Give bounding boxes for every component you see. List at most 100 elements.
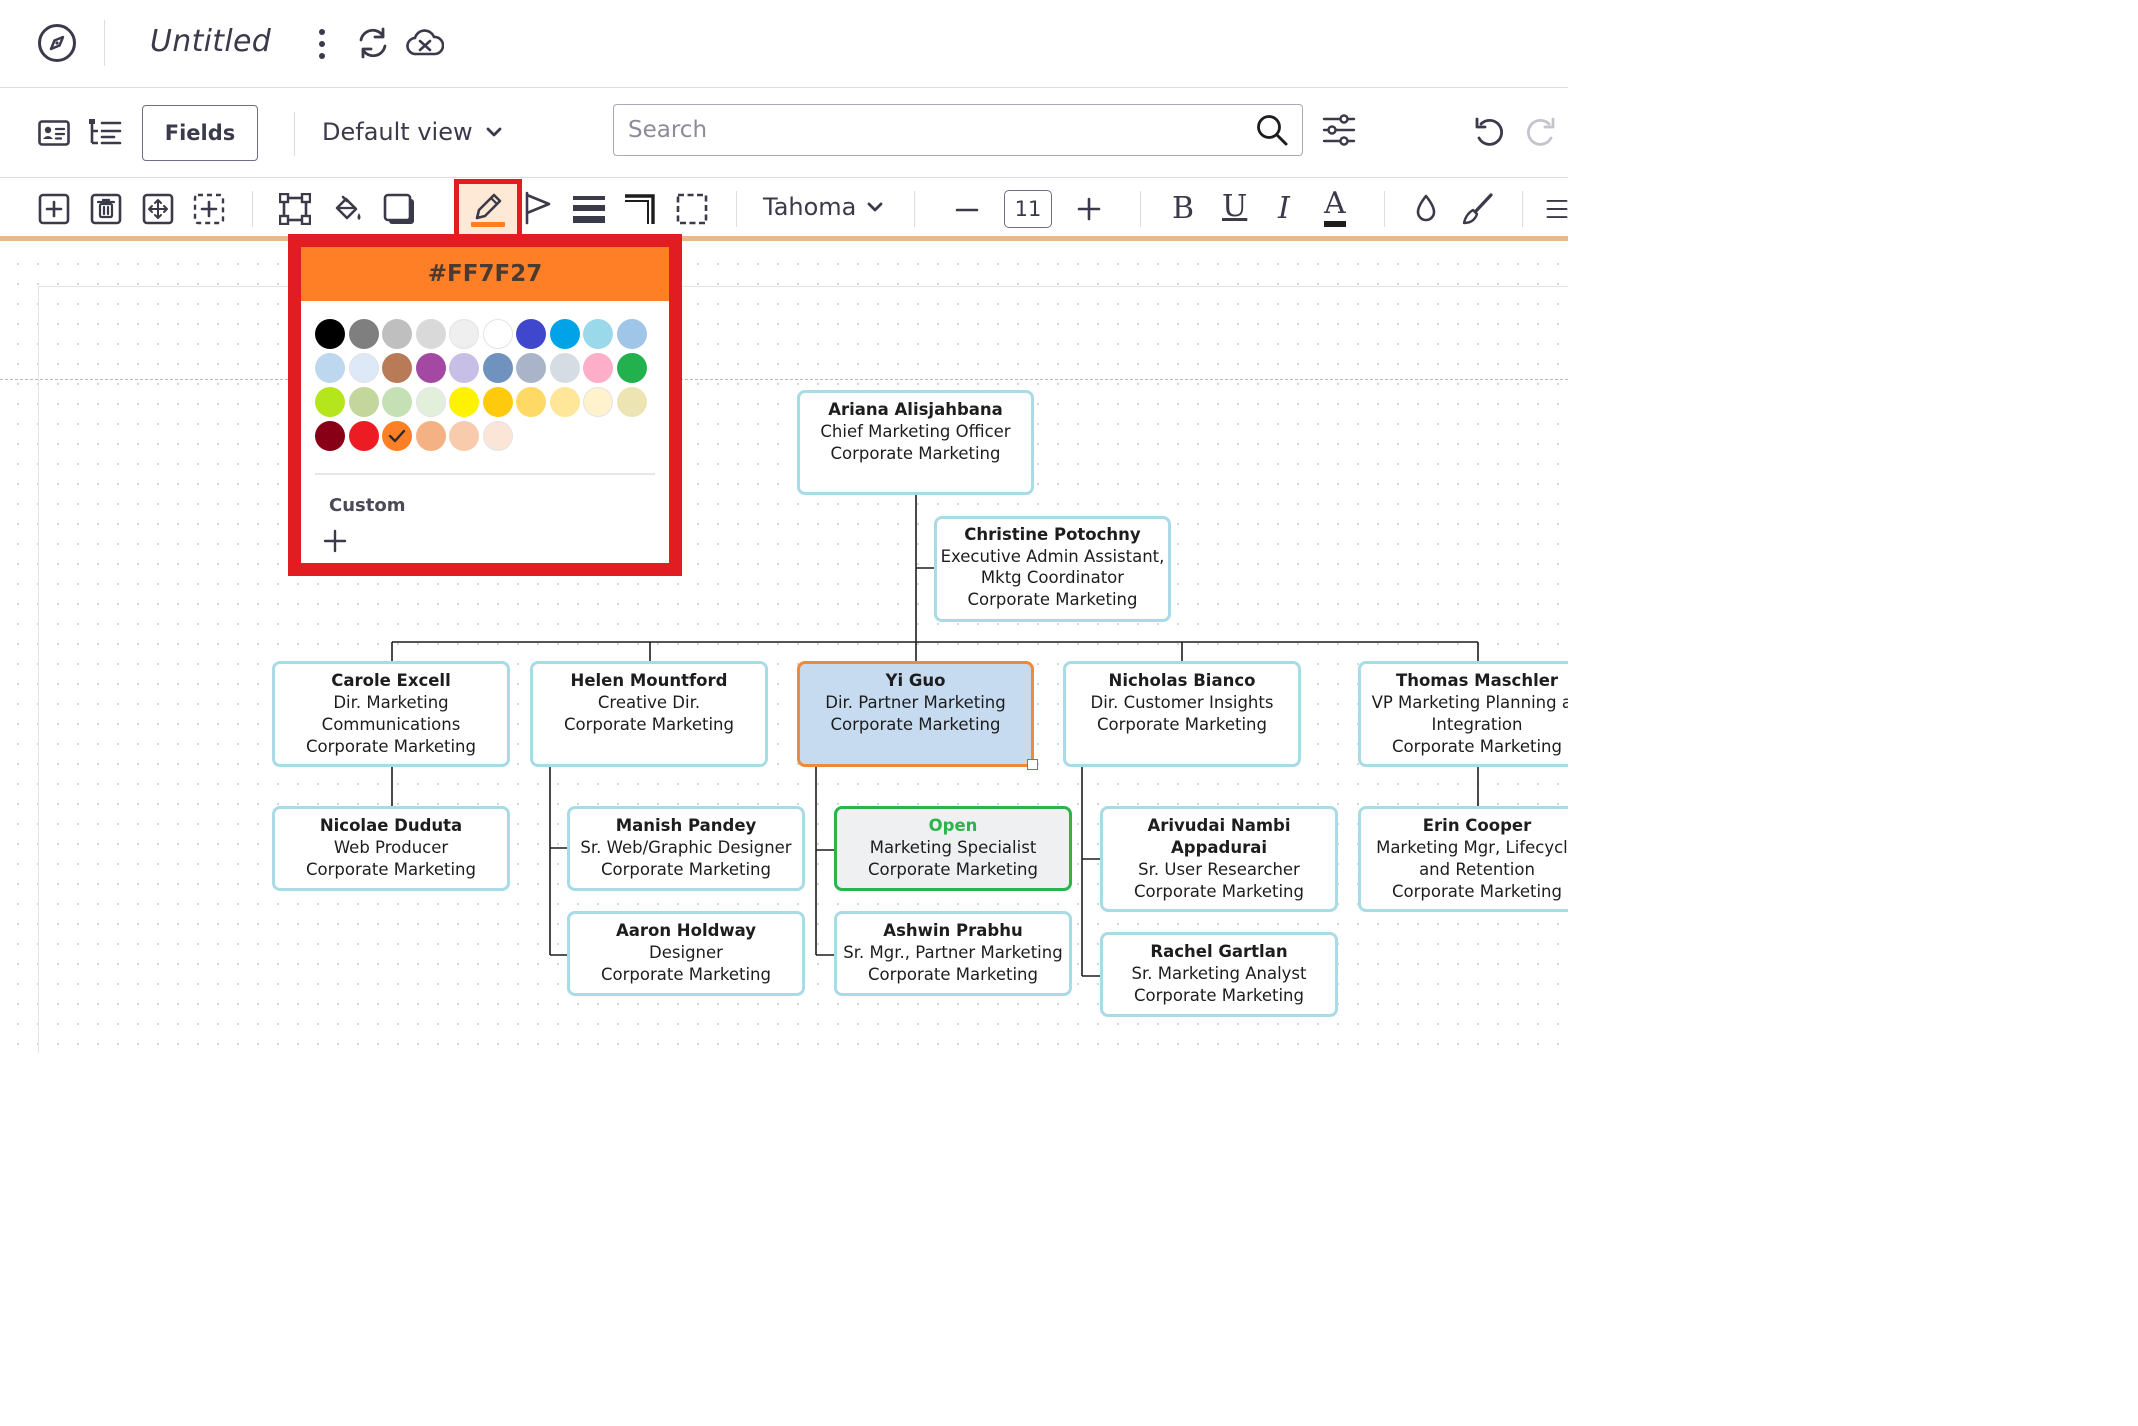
card-name: Rachel Gartlan [1150,942,1288,961]
sync-icon[interactable] [356,26,390,60]
color-swatch[interactable] [549,387,580,417]
color-swatch[interactable] [449,353,479,383]
org-card-christine[interactable]: Christine Potochny Executive Admin Assis… [934,516,1171,622]
more-vertical-icon[interactable] [310,26,334,62]
org-card-open-position[interactable]: Open Marketing Specialist Corporate Mark… [834,806,1072,891]
color-swatch-selected[interactable] [382,421,412,451]
color-swatch[interactable] [348,353,379,383]
corner-style-icon[interactable] [623,192,657,226]
color-swatch[interactable] [348,387,379,417]
shape-bounds-icon[interactable] [279,193,311,225]
color-swatch[interactable] [482,387,513,417]
color-swatch[interactable] [415,319,446,349]
color-swatch[interactable] [382,387,412,417]
border-dashed-icon[interactable] [676,193,708,225]
font-size-input[interactable]: 11 [1004,190,1052,228]
org-card-carole[interactable]: Carole Excell Dir. Marketing Communicati… [272,661,510,767]
org-card-thomas[interactable]: Thomas Maschler VP Marketing Planning an… [1358,661,1568,767]
app-window: Untitled Fields Default view [0,20,1568,1053]
increase-size-icon[interactable] [1076,196,1102,222]
resize-handle[interactable] [1027,759,1038,770]
undo-icon[interactable] [1472,116,1506,148]
search-icon[interactable] [1255,113,1289,147]
canvas[interactable]: Ariana Alisjahbana Chief Marketing Offic… [0,246,1568,1053]
selected-color-hex[interactable]: #FF7F27 [301,247,669,301]
view-select-label: Default view [322,118,473,146]
org-card-rachel[interactable]: Rachel Gartlan Sr. Marketing Analyst Cor… [1100,932,1338,1017]
fields-button[interactable]: Fields [142,105,258,161]
shadow-box-icon[interactable] [383,193,415,225]
divider [914,191,915,227]
add-custom-color-icon[interactable] [321,527,349,555]
card-line: Designer [649,943,723,962]
line-weight-icon[interactable] [572,194,606,224]
color-swatch[interactable] [315,319,345,349]
italic-button[interactable]: I [1278,191,1290,226]
card-name: Ashwin Prabhu [883,921,1023,940]
bold-button[interactable]: B [1172,191,1195,226]
org-card-ariana[interactable]: Ariana Alisjahbana Chief Marketing Offic… [797,390,1034,495]
color-swatch[interactable] [449,421,479,451]
color-swatch[interactable] [315,387,345,417]
color-swatch[interactable] [482,319,513,349]
hierarchy-list-icon[interactable] [88,118,122,148]
font-color-button[interactable]: A [1324,187,1346,227]
search-input[interactable] [613,104,1303,156]
redo-icon[interactable] [1524,116,1558,148]
org-card-helen[interactable]: Helen Mountford Creative Dir. Corporate … [530,661,768,767]
filter-sliders-icon[interactable] [1322,114,1356,146]
color-swatch[interactable] [616,387,647,417]
decrease-size-icon[interactable] [954,197,980,223]
move-box-icon[interactable] [142,193,174,225]
color-swatch[interactable] [415,387,446,417]
color-swatch[interactable] [382,353,412,383]
color-swatch[interactable] [415,353,446,383]
org-card-nicolae[interactable]: Nicolae Duduta Web Producer Corporate Ma… [272,806,510,891]
cloud-offline-icon[interactable] [406,28,444,58]
flag-icon[interactable] [523,191,553,225]
delete-icon[interactable] [90,193,122,225]
view-select[interactable]: Default view [322,118,503,146]
color-swatch[interactable] [616,319,647,349]
underline-button[interactable]: U [1222,189,1248,224]
color-swatch[interactable] [482,353,513,383]
font-family-select[interactable]: Tahoma [763,193,884,221]
color-swatch[interactable] [348,421,379,451]
format-painter-icon[interactable] [1460,192,1494,226]
org-card-manish[interactable]: Manish Pandey Sr. Web/Graphic Designer C… [567,806,805,891]
card-line: Corporate Marketing [967,589,1138,609]
org-card-arivudai[interactable]: Arivudai Nambi Appadurai Sr. User Resear… [1100,806,1338,912]
color-swatch[interactable] [516,353,546,383]
org-card-nicholas[interactable]: Nicholas Bianco Dir. Customer Insights C… [1063,661,1301,767]
color-swatch[interactable] [415,421,446,451]
color-swatch[interactable] [549,319,580,349]
add-box-icon[interactable] [38,193,70,225]
color-swatch[interactable] [583,387,613,417]
menu-icon[interactable] [1546,195,1568,223]
contact-card-icon[interactable] [38,120,70,146]
line-color-button[interactable] [454,179,522,237]
color-swatch[interactable] [549,353,580,383]
color-swatch[interactable] [583,353,613,383]
org-card-aaron[interactable]: Aaron Holdway Designer Corporate Marketi… [567,911,805,996]
org-card-erin[interactable]: Erin Cooper Marketing Mgr, Lifecycle and… [1358,806,1568,912]
color-swatch[interactable] [616,353,647,383]
paint-bucket-icon[interactable] [331,193,363,225]
color-swatch[interactable] [449,387,479,417]
line-color-popup: #FF7F27 Custom [288,234,682,576]
color-swatch[interactable] [583,319,613,349]
color-swatch[interactable] [315,421,345,451]
color-swatch[interactable] [348,319,379,349]
color-swatch[interactable] [449,319,479,349]
org-card-ashwin[interactable]: Ashwin Prabhu Sr. Mgr., Partner Marketin… [834,911,1072,996]
compass-icon[interactable] [36,22,78,64]
color-swatch[interactable] [315,353,345,383]
color-swatch[interactable] [516,387,546,417]
org-card-yi-guo[interactable]: Yi Guo Dir. Partner Marketing Corporate … [797,661,1034,767]
add-dashed-box-icon[interactable] [193,193,225,225]
opacity-drop-icon[interactable] [1412,192,1440,224]
color-swatch[interactable] [516,319,546,349]
document-title[interactable]: Untitled [150,24,272,59]
color-swatch[interactable] [382,319,412,349]
color-swatch[interactable] [482,421,513,451]
